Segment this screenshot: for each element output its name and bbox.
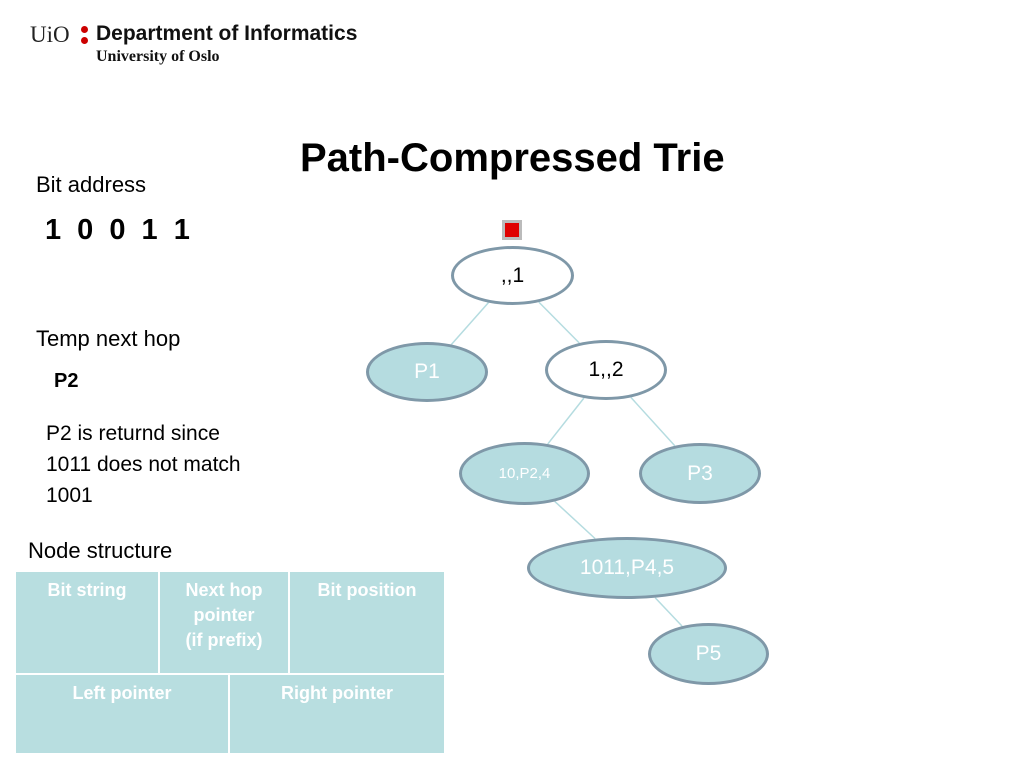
temp-next-hop-value: P2 <box>54 370 79 392</box>
cell-next-hop-pointer: Next hop pointer (if prefix) <box>160 572 288 673</box>
trie-node-10-p2-4: 10,P2,4 <box>459 442 590 505</box>
trie-leaf-p5: P5 <box>648 623 769 685</box>
explanation-line: 1001 <box>46 484 93 507</box>
logo-mark: UiO <box>30 22 70 47</box>
trie-leaf-p3: P3 <box>639 443 761 504</box>
node-structure-row-bottom: Left pointer Right pointer <box>16 675 444 753</box>
logo-dots-icon <box>81 26 88 46</box>
current-node-marker-icon <box>502 220 522 240</box>
trie-node-1-2: 1,,2 <box>545 340 667 400</box>
trie-node-root: ,,1 <box>451 246 574 305</box>
explanation-line: P2 is returnd since <box>46 422 220 445</box>
trie-edge-n12-n10p24 <box>547 397 585 445</box>
cell-right-pointer: Right pointer <box>230 675 444 753</box>
department-name: Department of Informatics <box>96 22 358 45</box>
cell-bit-position: Bit position <box>290 572 444 673</box>
bit-address-label: Bit address <box>36 172 147 197</box>
slide-title: Path-Compressed Trie <box>300 136 725 180</box>
cell-bit-string: Bit string <box>16 572 158 673</box>
trie-edge-root-n12 <box>538 301 580 344</box>
trie-edge-n10p24-n1011p45 <box>554 500 596 540</box>
university-name: University of Oslo <box>96 48 220 65</box>
trie-edge-n1011p45-p5 <box>654 597 683 627</box>
trie-edge-root-p1 <box>450 302 490 345</box>
trie-edge-n12-p3 <box>630 396 676 447</box>
node-structure-row-top: Bit string Next hop pointer (if prefix) … <box>16 572 444 673</box>
temp-next-hop-label: Temp next hop <box>36 326 181 351</box>
trie-node-1011-p4-5: 1011,P4,5 <box>527 537 727 599</box>
explanation-text: P2 is returnd since 1011 does not match … <box>46 418 306 511</box>
cell-left-pointer: Left pointer <box>16 675 228 753</box>
bit-address-value: 1 0 0 1 1 <box>45 214 194 246</box>
uio-logo: UiO Department of Informatics University… <box>30 20 390 70</box>
explanation-line: 1011 does not match <box>46 453 241 476</box>
trie-leaf-p1: P1 <box>366 342 488 402</box>
node-structure-label: Node structure <box>28 538 173 563</box>
